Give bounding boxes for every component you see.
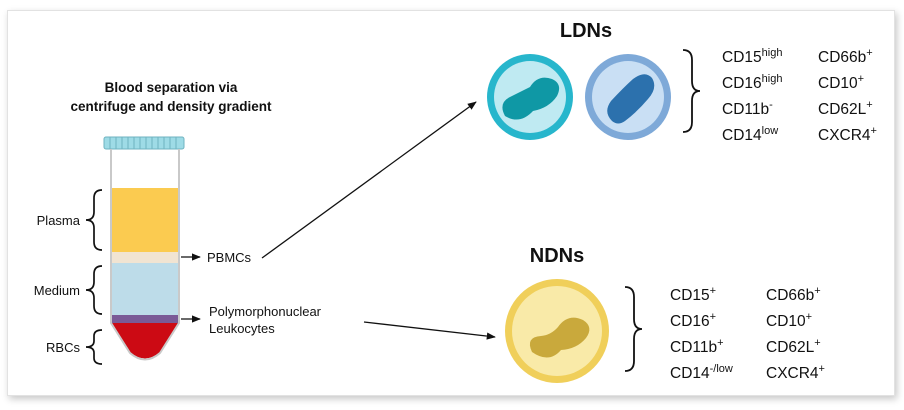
centrifuge-tube	[103, 136, 185, 361]
ndn-marker: CD15+	[670, 285, 716, 304]
ldn-marker: CD66b+	[818, 47, 873, 66]
ldn-1-nucleus	[502, 77, 560, 120]
ndn-marker: CD11b+	[670, 337, 724, 356]
medium-brace	[85, 265, 103, 315]
plasma-label: Plasma	[37, 213, 81, 228]
ldn-marker: CD16high	[722, 73, 782, 92]
tube-cap-ridges	[109, 137, 177, 149]
ldn-cell-1	[487, 54, 573, 140]
ndn-marker: CD14-/low	[670, 363, 733, 382]
separation-title-line-1: Blood separation via	[105, 80, 238, 95]
ndn-marker: CD10+	[766, 311, 812, 330]
ndns-title: NDNs	[530, 245, 584, 267]
ldn-marker: CD15high	[722, 47, 782, 66]
ndn-nucleus	[529, 317, 590, 358]
ldn-marker: CD14low	[722, 125, 778, 144]
ndn-marker-brace	[624, 286, 643, 372]
ndn-marker: CD66b+	[766, 285, 821, 304]
ldn-marker: CXCR4+	[818, 125, 877, 144]
ndn-marker: CD16+	[670, 311, 716, 330]
pmn-layer	[112, 315, 178, 323]
ldn-cell-2	[585, 54, 671, 140]
tube-glass	[110, 149, 180, 361]
ldn-marker: CD11b-	[722, 99, 773, 118]
ndn-marker: CD62L+	[766, 337, 821, 356]
plasma-brace	[85, 189, 103, 251]
rbcs-label: RBCs	[46, 340, 80, 355]
ldns-title: LDNs	[560, 20, 612, 42]
medium-label: Medium	[34, 283, 80, 298]
ndn-marker: CXCR4+	[766, 363, 825, 382]
plasma-layer	[112, 188, 178, 252]
separation-title-line-2: centrifuge and density gradient	[70, 99, 272, 114]
rbc-brace	[85, 329, 103, 365]
ldn-markers: CD15high CD16high CD11b- CD14low CD66b+ …	[722, 47, 877, 144]
ldn-2-nucleus	[607, 74, 655, 124]
pmn-to-ndn-arrow	[363, 321, 496, 340]
pmn-label-line-1: Polymorphonuclear	[209, 304, 322, 319]
ldn-marker: CD62L+	[818, 99, 873, 118]
ndn-cell	[505, 279, 609, 383]
ldn-marker-brace	[682, 49, 701, 133]
pbmcs-label: PBMCs	[207, 250, 252, 265]
medium-layer	[112, 263, 178, 315]
rbc-layer	[112, 323, 178, 359]
ldn-marker: CD10+	[818, 73, 864, 92]
pbmc-layer	[112, 252, 178, 263]
pmn-label-line-2: Leukocytes	[209, 321, 275, 336]
pbmc-to-ldn-arrow	[261, 101, 477, 259]
ndn-markers: CD15+ CD16+ CD11b+ CD14-/low CD66b+ CD10…	[670, 285, 825, 382]
